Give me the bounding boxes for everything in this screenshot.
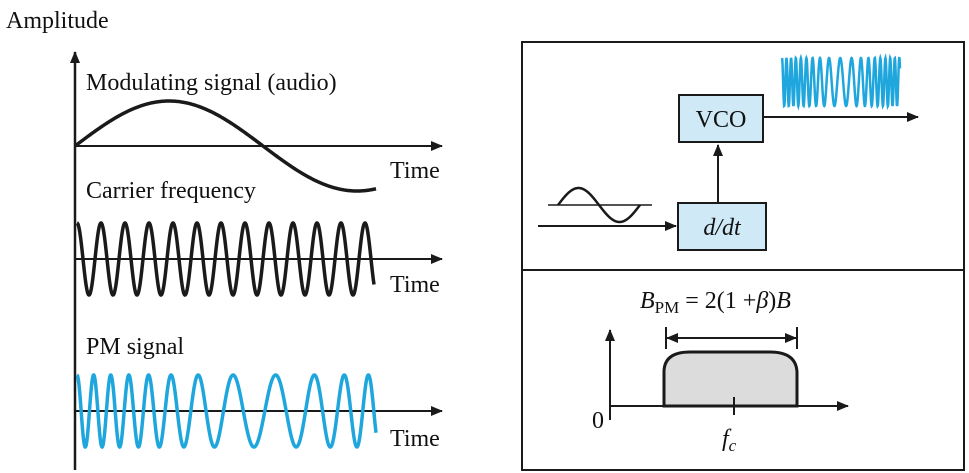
modulating-time-label: Time: [390, 158, 440, 184]
spectrum-envelope: [662, 350, 799, 408]
bandwidth-arrow-left-head: [666, 333, 678, 343]
vco-block: [678, 94, 764, 143]
right-panel: d/dt VCO BPM = 2(1 +β)B 0 fc: [521, 41, 965, 471]
pm-time-label: Time: [390, 426, 440, 452]
vco-output-wave: [780, 53, 902, 111]
pm-signal-wave: [75, 373, 378, 449]
amplitude-label: Amplitude: [6, 8, 109, 34]
bandwidth-equation: BPM = 2(1 +β)B: [640, 288, 791, 317]
bw-symbol: B: [640, 288, 655, 314]
fc-main: f: [722, 426, 732, 452]
bw-b: B: [776, 288, 791, 314]
differentiator-block: [677, 202, 767, 251]
right-panel-frame: [521, 41, 965, 471]
fc-label: fc: [722, 426, 737, 455]
bw-subscript: PM: [655, 298, 680, 317]
fc-subscript: c: [729, 436, 737, 455]
carrier-frequency-label: Carrier frequency: [86, 178, 256, 204]
modulating-signal-label: Modulating signal (audio): [86, 70, 337, 96]
waveform-panel: Amplitude Modulating signal (audio) Time…: [6, 8, 443, 470]
differentiator-label: d/dt: [703, 215, 742, 241]
bw-close: ): [768, 288, 776, 314]
vco-label: VCO: [696, 107, 747, 133]
bw-equation-text: = 2(1 +: [679, 288, 756, 314]
pm-signal-label: PM signal: [86, 334, 184, 360]
carrier-time-label: Time: [390, 272, 440, 298]
zero-label: 0: [592, 408, 604, 434]
carrier-wave: [75, 221, 376, 297]
modulating-signal-wave: [73, 99, 377, 193]
pm-spectrum: BPM = 2(1 +β)B 0 fc: [592, 288, 849, 455]
bw-beta: β: [755, 288, 768, 314]
block-diagram: d/dt VCO: [538, 53, 919, 251]
